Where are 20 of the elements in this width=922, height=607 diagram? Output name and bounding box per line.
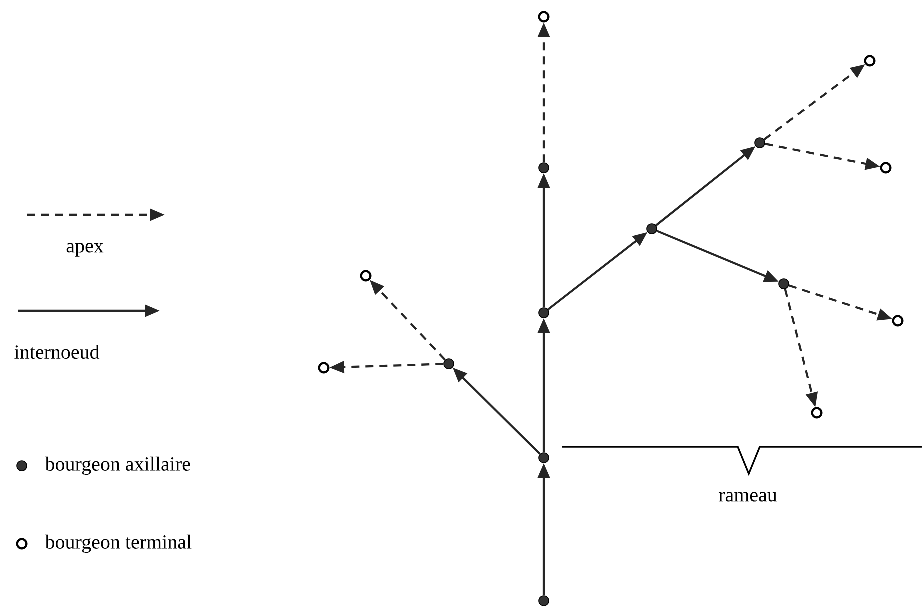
legend-label: bourgeon axillaire (45, 456, 190, 476)
legend-label: apex (66, 243, 104, 257)
axillary-bud-dot (538, 308, 550, 318)
legend-label: bourgeon terminal (45, 534, 192, 554)
axillary-bud-dot (538, 452, 550, 464)
axillary-bud-dot (778, 278, 790, 290)
branch-label: rameau (718, 492, 778, 502)
axillary-bud-dot (538, 162, 550, 174)
terminal-bud-circle (892, 315, 904, 327)
terminal-bud-circle (811, 407, 823, 419)
terminal-bud-circle (318, 362, 330, 374)
legend-label: internoeud (14, 344, 100, 360)
axillary-bud-dot (538, 596, 550, 606)
terminal-bud-circle (880, 162, 892, 174)
axillary-bud-dot (754, 138, 766, 148)
terminal-bud-circle (538, 11, 550, 23)
axillary-bud-dot (444, 358, 454, 370)
axillary-bud-dot (646, 224, 658, 234)
terminal-bud-circle (360, 270, 372, 282)
terminal-bud-circle (864, 55, 876, 67)
